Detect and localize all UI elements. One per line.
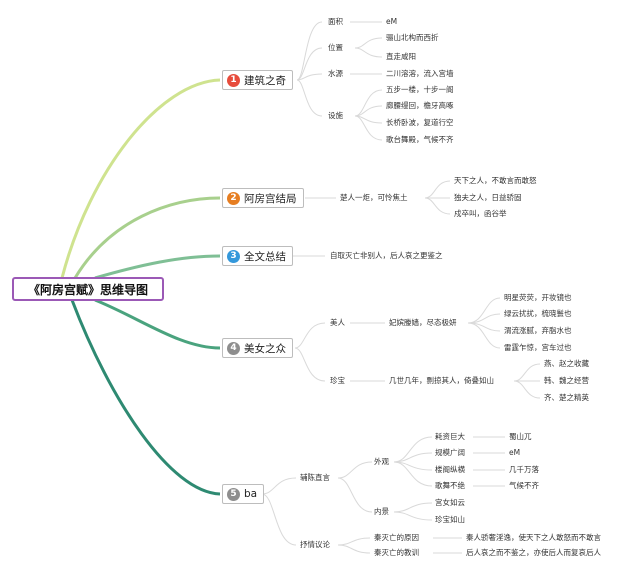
topic-location[interactable]: 位置 xyxy=(328,43,343,52)
branch-node-5[interactable]: 5 ba xyxy=(222,484,265,504)
topic-facility-1[interactable]: 五步一楼，十步一阁 xyxy=(386,85,454,94)
number-badge: 5 xyxy=(227,487,240,501)
branch-node-3[interactable]: 3 全文总结 xyxy=(222,246,293,266)
topic-treasure-3[interactable]: 齐、楚之精英 xyxy=(544,393,589,402)
topic-outcome-3[interactable]: 戍卒叫，函谷举 xyxy=(454,209,507,218)
topic-beauty-mid[interactable]: 妃嫔媵嫱，尽态极妍 xyxy=(389,318,457,327)
branch-node-2[interactable]: 2 阿房宫结局 xyxy=(222,188,304,208)
trunk-branch-1 xyxy=(60,78,221,279)
topic-facility-4[interactable]: 歌台舞殿，气候不齐 xyxy=(386,135,454,144)
trunk-branch-5 xyxy=(70,299,221,496)
topic-interior-1[interactable]: 宫女如云 xyxy=(435,498,465,507)
branch-label: 美女之众 xyxy=(244,342,286,355)
topic-treasure-2[interactable]: 韩、魏之经营 xyxy=(544,376,589,385)
topic-app-1[interactable]: 耗资巨大 xyxy=(435,432,465,441)
topic-interior[interactable]: 内景 xyxy=(374,507,389,516)
topic-facilities[interactable]: 设施 xyxy=(328,111,343,120)
topic-fire[interactable]: 楚人一炬，可怜焦土 xyxy=(340,193,408,202)
topic-cause[interactable]: 秦灭亡的原因 xyxy=(374,533,419,542)
branch-label: 全文总结 xyxy=(244,250,286,263)
topic-app-3-value[interactable]: 几千万落 xyxy=(509,465,539,474)
topic-facility-3[interactable]: 长桥卧波，复道行空 xyxy=(386,118,454,127)
topic-beauty-3[interactable]: 渭流涨腻，弃脂水也 xyxy=(504,326,572,335)
topic-water[interactable]: 水源 xyxy=(328,69,343,78)
branch-5-lines xyxy=(261,436,505,554)
topic-summary[interactable]: 自取灭亡非别人，后人哀之更鉴之 xyxy=(330,251,443,260)
topic-area[interactable]: 面积 xyxy=(328,17,343,26)
topic-beauty[interactable]: 美人 xyxy=(330,318,345,327)
root-topic[interactable]: 《阿房宫赋》思维导图 xyxy=(12,277,164,301)
number-badge: 4 xyxy=(227,341,240,355)
topic-interior-2[interactable]: 珍宝如山 xyxy=(435,515,465,524)
topic-app-2-value[interactable]: eM xyxy=(509,448,521,457)
topic-app-3[interactable]: 楼阁纵横 xyxy=(435,465,465,474)
topic-area-value[interactable]: eM xyxy=(386,17,398,26)
topic-beauty-2[interactable]: 绿云扰扰，梳晓鬟也 xyxy=(504,309,572,318)
topic-location-1[interactable]: 骊山北构而西折 xyxy=(386,33,439,42)
topic-app-1-value[interactable]: 蜀山兀 xyxy=(509,432,532,441)
topic-lyric[interactable]: 抒情议论 xyxy=(300,540,330,549)
topic-treasure-1[interactable]: 燕、赵之收藏 xyxy=(544,359,589,368)
topic-facility-2[interactable]: 廊腰缦回，檐牙高啄 xyxy=(386,101,454,110)
topic-app-2[interactable]: 规模广阔 xyxy=(435,448,465,457)
branch-1-lines xyxy=(296,21,383,141)
number-badge: 2 xyxy=(227,191,240,205)
number-badge: 3 xyxy=(227,249,240,263)
topic-outcome-1[interactable]: 天下之人，不敢言而敢怒 xyxy=(454,176,537,185)
topic-water-value[interactable]: 二川溶溶，流入宫墙 xyxy=(386,69,454,78)
branch-label: ba xyxy=(244,488,258,500)
topic-treasure-mid[interactable]: 几世几年，剽掠其人，倚叠如山 xyxy=(389,376,494,385)
branch-label: 建筑之奇 xyxy=(244,74,286,87)
topic-aux[interactable]: 辅陈直言 xyxy=(300,473,330,482)
topic-beauty-4[interactable]: 雷霆乍惊，宫车过也 xyxy=(504,343,572,352)
number-badge: 1 xyxy=(227,73,240,87)
topic-lesson[interactable]: 秦灭亡的教训 xyxy=(374,548,419,557)
trunk-branch-4 xyxy=(94,298,221,350)
topic-location-2[interactable]: 直走咸阳 xyxy=(386,52,416,61)
topic-beauty-1[interactable]: 明星荧荧，开妆镜也 xyxy=(504,293,572,302)
topic-app-4[interactable]: 歌舞不绝 xyxy=(435,481,465,490)
trunk-branch-3 xyxy=(94,254,221,280)
topic-lesson-value[interactable]: 后人哀之而不鉴之，亦使后人而复哀后人 xyxy=(466,548,601,557)
branch-2-lines xyxy=(305,180,451,215)
branch-4-lines xyxy=(294,297,541,399)
topic-appearance[interactable]: 外观 xyxy=(374,457,389,466)
branch-node-4[interactable]: 4 美女之众 xyxy=(222,338,293,358)
topic-app-4-value[interactable]: 气候不齐 xyxy=(509,481,539,490)
branch-node-1[interactable]: 1 建筑之奇 xyxy=(222,70,293,90)
branch-label: 阿房宫结局 xyxy=(244,192,297,205)
topic-treasure[interactable]: 珍宝 xyxy=(330,376,345,385)
trunk-branch-2 xyxy=(73,196,221,279)
topic-cause-value[interactable]: 秦人骄奢淫逸，使天下之人敢怒而不敢言 xyxy=(466,533,601,542)
topic-outcome-2[interactable]: 独夫之人，日益骄固 xyxy=(454,193,522,202)
